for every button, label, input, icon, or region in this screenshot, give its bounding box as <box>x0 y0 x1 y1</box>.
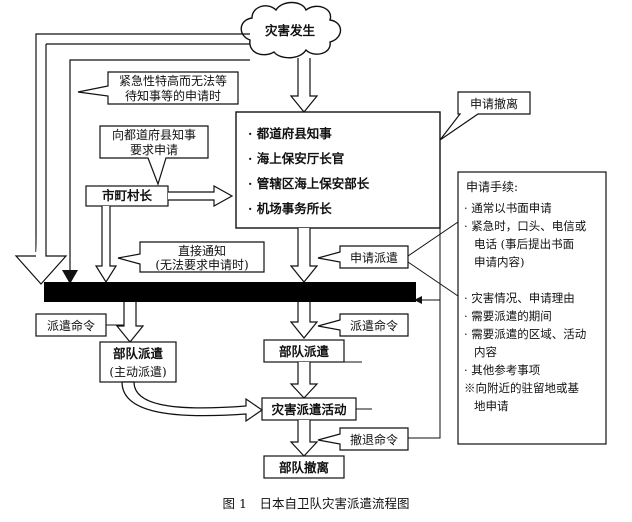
unit-dispatch-voluntary-box <box>99 341 177 383</box>
procedure-line: · 其他参考事项 <box>464 363 541 377</box>
callout-prefecture-request <box>99 125 209 186</box>
authority-item: · 都道府县知事 <box>248 126 332 141</box>
procedure-line: · 需要派遣的区域、活动 <box>464 327 586 341</box>
prefecture-request-line-2: 要求申请 <box>130 143 178 157</box>
left-unit-to-activity-arrow <box>121 381 264 423</box>
direct-notice-line-2: (无法要求申请时) <box>155 258 248 272</box>
callout-evacuation-request <box>439 91 531 141</box>
prefecture-request-line-1: 向都道府县知事 <box>112 127 196 142</box>
urgent-line-1: 紧急性特高而无法等 <box>119 73 227 88</box>
bar-to-mid-unit-arrow <box>289 302 319 339</box>
cloud-to-bar-outer-line <box>35 33 250 252</box>
procedure-line: · 灾害情况、申请理由 <box>464 291 575 305</box>
procedure-line: · 紧急时，口头、电信或 <box>464 219 587 233</box>
dispatch-order-left-label: 派遣命令 <box>47 318 95 333</box>
authority-item: · 管辖区海上保安部长 <box>248 176 370 191</box>
disaster-cloud <box>240 1 342 59</box>
procedure-title: 申请手续: <box>466 180 518 194</box>
municipal-to-bar-arrow <box>94 206 118 284</box>
callout-dispatch-order-mid <box>317 313 409 337</box>
cloud-down-arrow <box>289 58 319 113</box>
authorities-to-bar-arrow <box>289 228 319 283</box>
municipal-to-authorities-arrow <box>168 184 234 208</box>
left-big-arrow <box>14 44 68 285</box>
authority-item: · 机场事务所长 <box>248 201 332 216</box>
urgent-line-2: 待知事等的申请时 <box>125 88 221 103</box>
withdraw-order-label: 撤退命令 <box>350 432 398 447</box>
authorities-box <box>235 111 441 229</box>
cloud-label: 灾害发生 <box>265 23 316 38</box>
unit-dispatch-label: 部队派遣 <box>279 344 330 359</box>
direct-notice-line-1: 直接通知 <box>178 243 226 258</box>
callout-urgent <box>77 71 239 105</box>
procedure-line: ※向附近的驻留地或基 <box>464 381 579 395</box>
callout-dispatch-request <box>317 245 409 269</box>
callout-direct-notice <box>117 241 265 273</box>
procedure-line: 申请内容) <box>474 255 525 269</box>
procedure-line: · 需要派遣的期间 <box>464 309 552 323</box>
procedure-line: 地申请 <box>474 399 509 413</box>
dispatch-order-mid-label: 派遣命令 <box>350 318 398 333</box>
evacuation-request-label: 申请撤离 <box>470 96 518 111</box>
callout-withdraw-order <box>317 427 409 451</box>
dispatch-request-label: 申请派遣 <box>350 250 398 265</box>
procedure-line: · 通常以书面申请 <box>464 201 552 215</box>
figure-caption: 图 1 日本自卫队灾害派遣流程图 <box>223 496 410 511</box>
unit-withdraw-box <box>263 455 345 479</box>
procedure-line: 电话 (事后提出书面 <box>474 237 574 251</box>
procedure-box <box>457 171 607 445</box>
unit-dispatch-voluntary-line-2: (主动派遣) <box>109 364 166 379</box>
disaster-activity-label: 灾害派遣活动 <box>271 402 347 417</box>
activity-to-withdraw-arrow <box>289 420 319 457</box>
self-defense-force-bar <box>44 282 416 302</box>
unit-withdraw-label: 部队撤离 <box>279 460 329 475</box>
mid-unit-to-activity-arrow <box>289 362 319 399</box>
authority-item: · 海上保安厅长官 <box>248 151 344 166</box>
procedure-line: 内容 <box>474 345 497 359</box>
cloud-to-bar-inner-line <box>69 59 250 272</box>
bar-to-left-unit-arrow <box>115 302 145 343</box>
unit-dispatch-voluntary-line-1: 部队派遣 <box>113 346 164 361</box>
municipal-head-label: 市町村长 <box>102 188 153 203</box>
